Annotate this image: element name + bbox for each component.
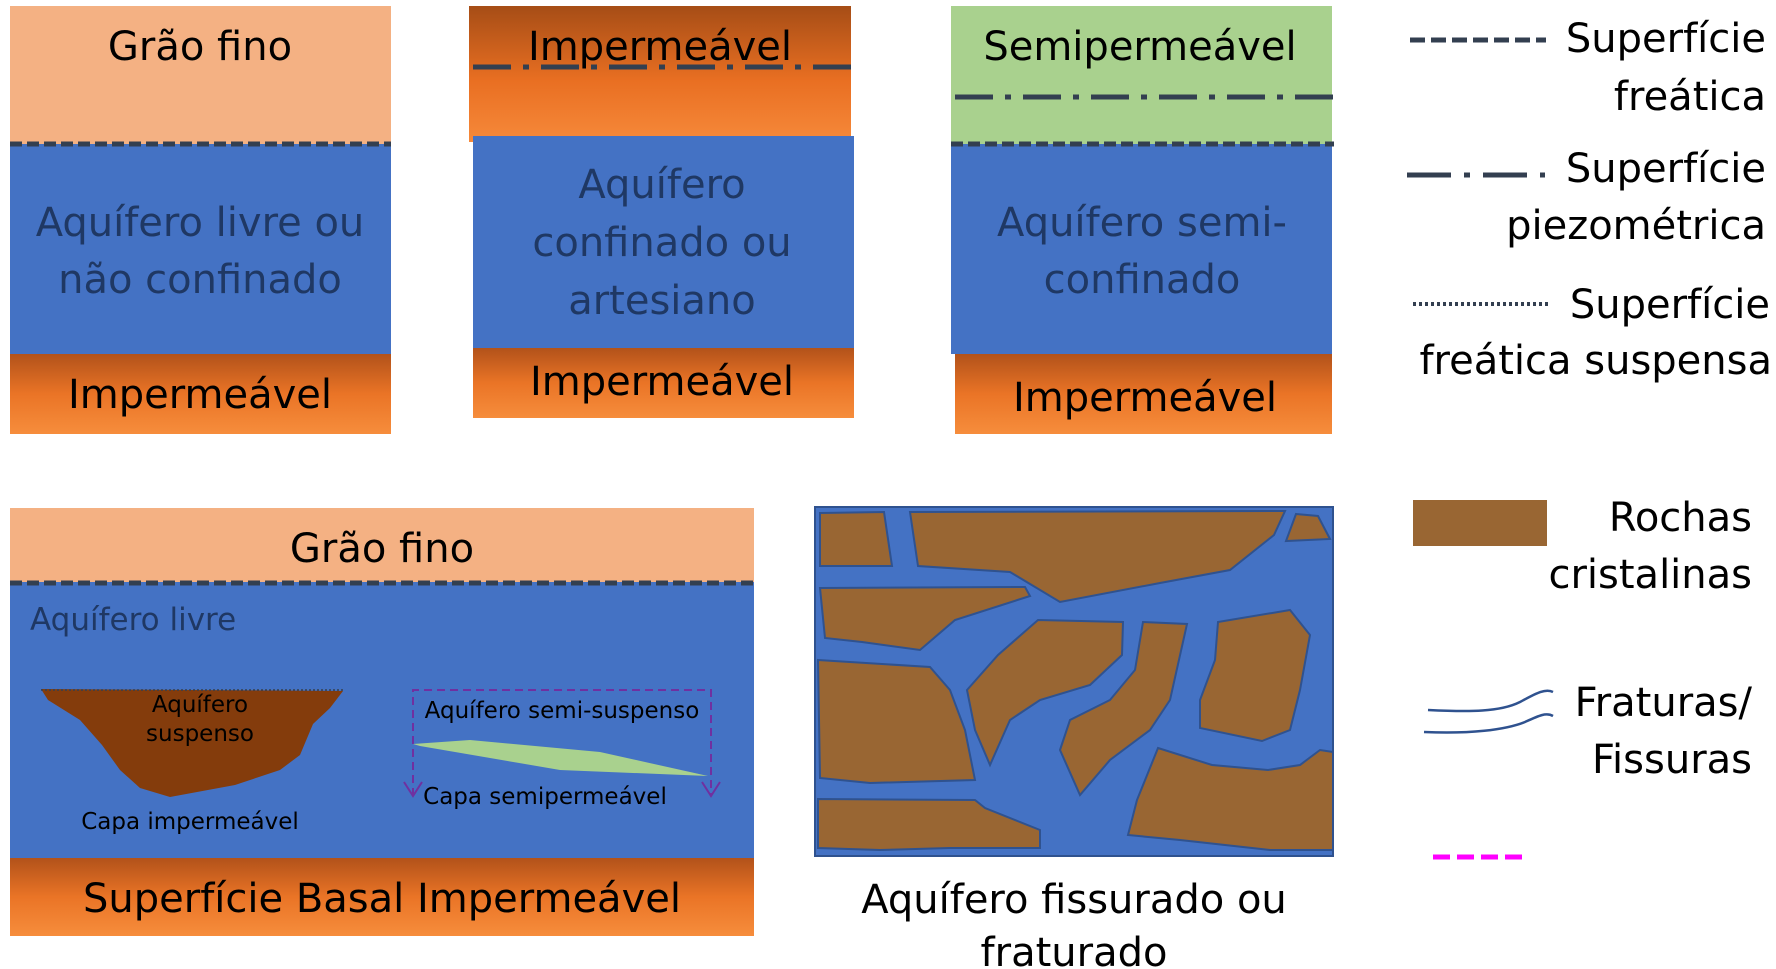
bottom-label: Impermeável [68,372,332,418]
aquifer-label-line3: artesiano [568,278,756,324]
rock-blocks [816,509,1334,852]
aquifer-layer [473,136,854,348]
crystalline-rocks-swatch [1413,500,1547,546]
semi-perched-label: Aquífero semi-suspenso [425,698,700,724]
aquifer-label-line2: não confinado [58,257,342,303]
aquifer-label: Aquífero livre [30,602,236,638]
panel-fractured: Aquífero fissurado ou fraturado [814,506,1334,969]
rock-block [1199,608,1312,743]
aquifer-label-line1: Aquífero [578,162,745,208]
rock-block [965,618,1125,768]
top-label: Impermeável [528,24,792,70]
fine-grain-layer [10,508,754,582]
rock-block [1058,620,1189,797]
legend-piezometric-line1: Superfície [1566,146,1766,192]
panel-perched: Grão fino Aquífero livre Aquífero suspen… [10,508,754,936]
rock-block [1284,512,1332,543]
panel-semiconfined: Semipermeável Aquífero semi- confinado I… [951,6,1334,434]
semipermeable-lens [413,740,708,776]
legend-perched-line1: Superfície [1570,282,1770,328]
aquifer-label-line1: Aquífero semi- [997,200,1287,246]
impermeable-lens-label: Capa impermeável [81,809,299,835]
rock-block [908,509,1287,604]
down-arrow-right [701,781,721,798]
panel-confined: Impermeável Aquífero confinado ou artesi… [469,6,854,418]
aquifer-label-line2: confinado ou [532,220,791,266]
bottom-label: Impermeável [530,359,794,405]
semipermeable-lens-label: Capa semipermeável [423,784,667,810]
top-label: Grão fino [108,24,292,70]
impermeable-layer [955,354,1332,434]
fractures-swatch [1423,689,1554,734]
fracture-line [1423,713,1554,734]
caption-line2: fraturado [981,930,1168,969]
perched-label-line1: Aquífero [152,692,248,718]
rock-block [1126,746,1334,851]
fracture-line [1427,689,1554,713]
down-arrow-left [403,781,423,798]
bottom-label: Impermeável [1013,375,1277,421]
top-label: Grão fino [290,526,474,572]
impermeable-layer [10,354,391,434]
impermeable-layer [473,348,854,418]
aquifer-label-line2: confinado [1044,257,1241,303]
rock-block [817,797,1041,852]
legend-rocks-line2: cristalinas [1548,552,1752,598]
aquifer-layer [10,144,391,354]
semi-perched-boundary [412,689,712,796]
bottom-label: Superfície Basal Impermeável [83,876,681,922]
legend-phreatic-line2: freática [1614,74,1766,120]
panel-unconfined: Grão fino Aquífero livre ou não confinad… [10,6,391,434]
legend-perched-line2: freática suspensa [1419,338,1772,384]
rock-block [819,510,894,567]
aquifer-layer [951,144,1332,354]
legend-phreatic-line1: Superfície [1566,16,1766,62]
impermeable-lens [41,689,343,797]
legend: Superfície freática Superfície piezométr… [1407,16,1772,860]
aquifer-label-line1: Aquífero livre ou [36,200,365,246]
basal-impermeable-layer [10,858,754,936]
perched-label-line2: suspenso [146,721,254,747]
legend-rocks-line1: Rochas [1609,495,1752,541]
semipermeable-layer [951,6,1332,144]
rock-block [818,585,1032,652]
top-label: Semipermeável [983,24,1296,70]
legend-fractures-line2: Fissuras [1592,737,1752,783]
legend-piezometric-line2: piezométrica [1506,203,1766,249]
rock-block [816,658,977,785]
legend-fractures-line1: Fraturas/ [1575,680,1753,726]
caption-line1: Aquífero fissurado ou [861,877,1287,923]
fine-grain-layer [10,6,391,144]
impermeable-top-layer [469,6,851,142]
